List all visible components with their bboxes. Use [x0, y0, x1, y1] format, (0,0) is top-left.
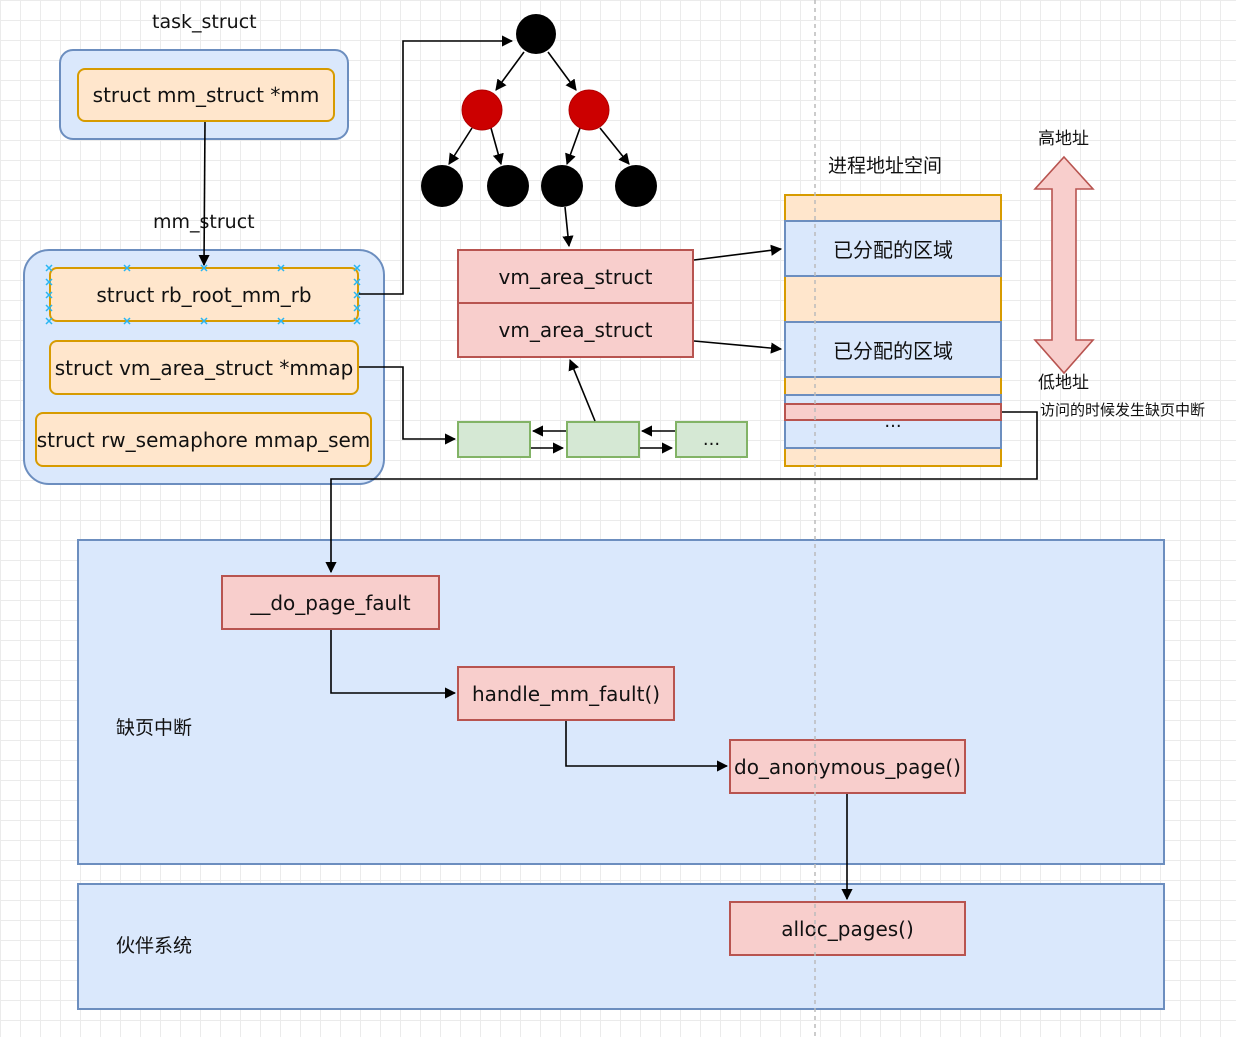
- arrow-mm-to-mmstruct: [198, 121, 210, 267]
- tree-to-vma: [562, 206, 574, 248]
- arrow-vma2-to-region2: [693, 340, 783, 354]
- list-node-2: [566, 421, 640, 458]
- do-anonymous-page-box: do_anonymous_page(): [729, 739, 966, 794]
- arrow-handle-to-anon: [565, 721, 729, 772]
- allocated-region-2: 已分配的区域: [784, 321, 1002, 378]
- arrow-mmap-to-list: [359, 366, 457, 445]
- tree-node-leaf-3: [541, 165, 583, 207]
- list-to-vma: [568, 358, 596, 422]
- list-node-1: [457, 421, 531, 458]
- selection-handles: [45, 264, 361, 325]
- high-address-label: 高地址: [1038, 129, 1089, 149]
- tree-edge-3: [448, 127, 473, 165]
- task-struct-title: task_struct: [152, 11, 257, 33]
- handle-mm-fault-box: handle_mm_fault(): [457, 666, 675, 721]
- tree-node-red-left: [461, 89, 503, 131]
- mm-mmap-field: struct vm_area_struct *mmap: [49, 340, 359, 395]
- tree-node-leaf-2: [487, 165, 529, 207]
- do-page-fault-box: __do_page_fault: [221, 575, 440, 630]
- tree-node-red-right: [568, 89, 610, 131]
- tree-edge-6: [599, 127, 630, 165]
- low-address-label: 低地址: [1038, 373, 1089, 393]
- tree-node-leaf-1: [421, 165, 463, 207]
- tree-edge-5: [565, 127, 581, 166]
- high-low-double-arrow: [1033, 155, 1095, 375]
- tree-edge-4: [490, 127, 504, 166]
- tree-node-leaf-4: [615, 165, 657, 207]
- arrow-dopagefault-to-handle: [330, 630, 457, 699]
- tree-edge-1: [495, 51, 525, 91]
- arrow-fault-to-handler: [325, 411, 1038, 574]
- buddy-system-title: 伙伴系统: [116, 935, 193, 957]
- mm-sem-field: struct rw_semaphore mmap_sem: [35, 412, 372, 467]
- address-space-title: 进程地址空间: [828, 155, 943, 177]
- arrow-rb-to-tree: [359, 35, 514, 295]
- allocated-region-1: 已分配的区域: [784, 220, 1002, 277]
- alloc-pages-box: alloc_pages(): [729, 901, 966, 956]
- fault-access-region: [784, 403, 1002, 421]
- list-node-ellipsis: ...: [675, 421, 748, 458]
- arrow-vma1-to-region1: [693, 244, 783, 261]
- mm-rb-field: struct rb_root_mm_rb: [49, 267, 359, 322]
- page-fault-title: 缺页中断: [116, 717, 193, 739]
- buddy-system-region: [77, 883, 1165, 1010]
- task-mm-field: struct mm_struct *mm: [77, 68, 335, 122]
- tree-node-root: [516, 14, 556, 54]
- vm-area-struct-2: vm_area_struct: [457, 302, 694, 358]
- fault-note: 访问的时候发生缺页中断: [1040, 401, 1206, 419]
- tree-edge-2: [547, 51, 577, 91]
